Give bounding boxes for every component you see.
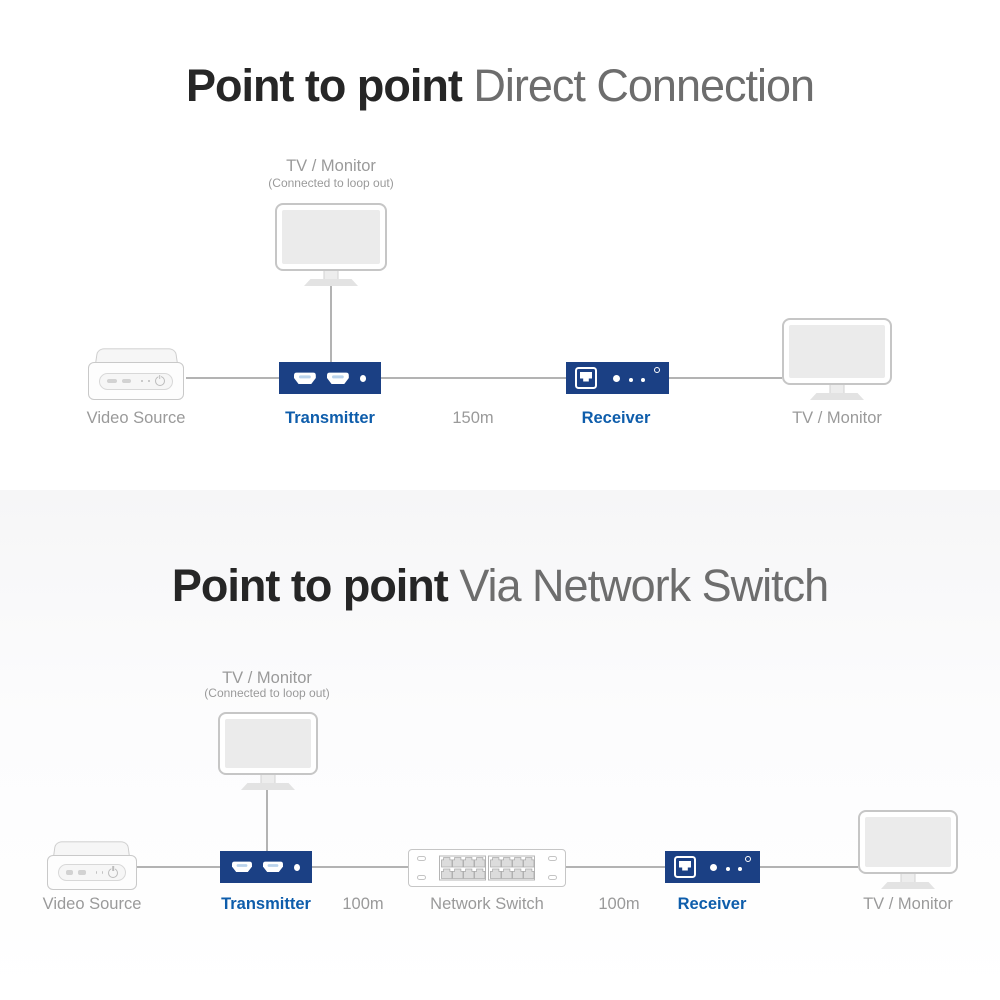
switch-ports-icon — [439, 855, 535, 881]
video-source-label: Video Source — [42, 895, 142, 913]
power-icon — [108, 867, 119, 878]
section-title-switch: Point to point Via Network Switch — [0, 560, 1000, 612]
led-dot — [641, 378, 645, 382]
loopout-monitor-sublabel: (Connected to loop out) — [268, 176, 394, 190]
transmitter-icon — [220, 851, 312, 883]
receiver-label: Receiver — [677, 895, 747, 913]
loopout-monitor-label: TV / Monitor — [286, 157, 376, 175]
monitor-stand-neck — [829, 385, 845, 393]
mount-hole-icon — [548, 875, 557, 880]
video-source-body — [88, 362, 184, 400]
hdmi-port-icon — [232, 861, 252, 872]
monitor-label: TV / Monitor — [863, 895, 953, 913]
section-direct-connection: Point to point Direct Connection TV / Mo… — [0, 0, 1000, 490]
receiver-icon — [665, 851, 760, 883]
section-via-network-switch: Point to point Via Network Switch TV / M… — [0, 490, 1000, 1000]
distance-label: 150m — [452, 409, 494, 427]
reset-hole-icon — [654, 367, 660, 373]
receiver-label: Receiver — [581, 409, 651, 427]
mount-hole-icon — [417, 856, 426, 861]
monitor-stand-base — [881, 882, 935, 889]
monitor-screen — [225, 719, 311, 768]
vent-slot — [121, 378, 132, 384]
video-source-body — [47, 855, 137, 890]
led-dot — [359, 374, 366, 382]
transmitter-label: Transmitter — [285, 409, 375, 427]
monitor-stand-base — [241, 783, 295, 790]
led-dot — [148, 379, 150, 383]
vent-slot — [107, 378, 117, 384]
monitor-stand-neck — [323, 271, 339, 279]
video-source-panel — [99, 372, 173, 390]
hdmi-port-icon — [294, 372, 316, 384]
monitor-icon — [782, 318, 892, 400]
led-dot — [710, 863, 717, 871]
receiver-icon — [566, 362, 669, 394]
monitor-frame — [275, 203, 387, 271]
monitor-screen — [865, 817, 951, 867]
monitor-screen — [789, 325, 885, 378]
reset-hole-icon — [745, 856, 751, 862]
power-icon — [154, 376, 165, 386]
transmitter-label: Transmitter — [221, 895, 311, 913]
cable-switch-to-receiver — [566, 866, 665, 868]
cable-source-to-transmitter — [186, 377, 279, 379]
led-dot — [141, 379, 144, 383]
cable-loopout-to-transmitter — [330, 286, 332, 362]
video-source-icon — [88, 347, 184, 400]
mount-hole-icon — [548, 856, 557, 861]
network-switch-icon — [408, 849, 566, 887]
monitor-stand-neck — [900, 874, 916, 882]
loopout-monitor-sublabel: (Connected to loop out) — [204, 686, 330, 700]
loopout-monitor-label: TV / Monitor — [222, 669, 312, 687]
monitor-frame — [858, 810, 958, 874]
led-dots — [629, 378, 645, 382]
monitor-stand-neck — [260, 775, 276, 783]
monitor-label: TV / Monitor — [792, 409, 882, 427]
hdmi-port-icon — [326, 372, 349, 384]
monitor-stand-base — [810, 393, 864, 400]
title-light-text: Via Network Switch — [459, 560, 829, 611]
network-switch-label: Network Switch — [430, 895, 544, 913]
mount-hole-icon — [417, 875, 426, 880]
cable-receiver-to-monitor — [760, 866, 858, 868]
section-title-direct: Point to point Direct Connection — [0, 60, 1000, 112]
led-dot — [613, 374, 620, 382]
title-bold-text: Point to point — [185, 60, 463, 111]
monitor-icon — [858, 810, 958, 889]
video-source-panel — [57, 864, 127, 881]
led-dot — [95, 871, 98, 874]
vent-slot — [78, 870, 86, 875]
led-dots — [726, 867, 742, 871]
ethernet-port-icon — [575, 367, 597, 389]
monitor-frame — [782, 318, 892, 385]
cable-receiver-to-monitor — [669, 377, 782, 379]
monitor-frame — [218, 712, 318, 775]
monitor-screen — [282, 210, 380, 264]
title-bold-text: Point to point — [171, 560, 449, 611]
vent-slot — [65, 870, 74, 875]
ethernet-port-icon — [674, 856, 696, 878]
led-dot — [738, 867, 742, 871]
cable-transmitter-to-switch — [312, 866, 408, 868]
distance2-label: 100m — [598, 895, 640, 913]
led-dot — [629, 378, 633, 382]
video-source-label: Video Source — [86, 409, 186, 427]
transmitter-icon — [279, 362, 381, 394]
led-dot — [293, 863, 301, 871]
title-light-text: Direct Connection — [473, 60, 815, 111]
cable-transmitter-to-receiver — [381, 377, 566, 379]
cable-source-to-transmitter — [137, 866, 220, 868]
monitor-stand-base — [304, 279, 358, 286]
hdmi-port-icon — [262, 861, 283, 872]
monitor-icon — [275, 203, 387, 286]
led-dot — [726, 867, 730, 871]
led-dot — [102, 871, 104, 874]
cable-loopout-to-transmitter — [266, 790, 268, 851]
distance1-label: 100m — [342, 895, 384, 913]
video-source-icon — [47, 840, 137, 890]
monitor-icon — [218, 712, 318, 790]
